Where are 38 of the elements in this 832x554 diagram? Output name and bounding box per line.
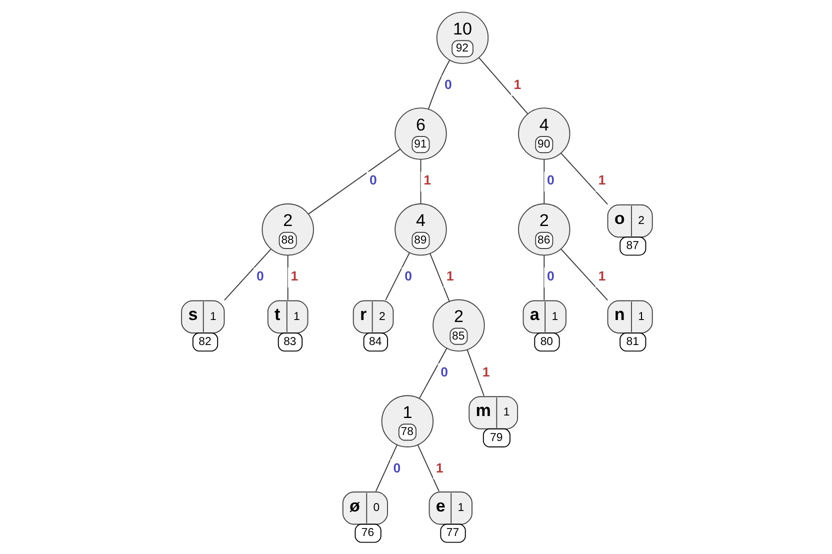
connector [224, 248, 272, 301]
connector [544, 254, 545, 300]
connector [430, 253, 450, 302]
connector [287, 254, 288, 300]
node-circle: 4 89 [394, 203, 447, 256]
connector [420, 158, 422, 204]
edge-label: 1 [514, 76, 522, 92]
edge-label: 1 [436, 460, 444, 476]
connector [417, 444, 440, 492]
edge-label: 0 [256, 268, 264, 284]
node-circle: 10 92 [436, 12, 489, 64]
edge-label: 0 [546, 172, 554, 188]
connector [544, 158, 545, 204]
connector [418, 348, 448, 399]
edge-label: 1 [598, 172, 606, 188]
edge-label: 1 [290, 268, 298, 284]
connector [466, 349, 484, 396]
node-circle: 2 85 [432, 299, 485, 352]
edge-label: 1 [424, 172, 431, 188]
edge-label: 1 [598, 268, 606, 284]
node-circle: 4 90 [518, 108, 570, 160]
edge-label: 1 [446, 268, 454, 284]
node-circle: 2 88 [262, 203, 314, 256]
node-circle: 6 91 [394, 108, 447, 160]
edge-label: 0 [369, 172, 377, 188]
connector [385, 252, 410, 301]
node-circle: 2 86 [518, 203, 570, 256]
edge-label: 1 [482, 364, 490, 380]
edge-label: 0 [546, 268, 554, 284]
edge-label: 0 [440, 364, 448, 380]
edge-label: 0 [444, 76, 452, 92]
edge-label: 0 [393, 460, 401, 476]
connector [308, 148, 401, 214]
connector [375, 444, 398, 492]
connector [428, 60, 450, 110]
edge-label: 0 [404, 268, 412, 284]
node-circle: 1 78 [381, 395, 434, 448]
connector [478, 57, 528, 114]
